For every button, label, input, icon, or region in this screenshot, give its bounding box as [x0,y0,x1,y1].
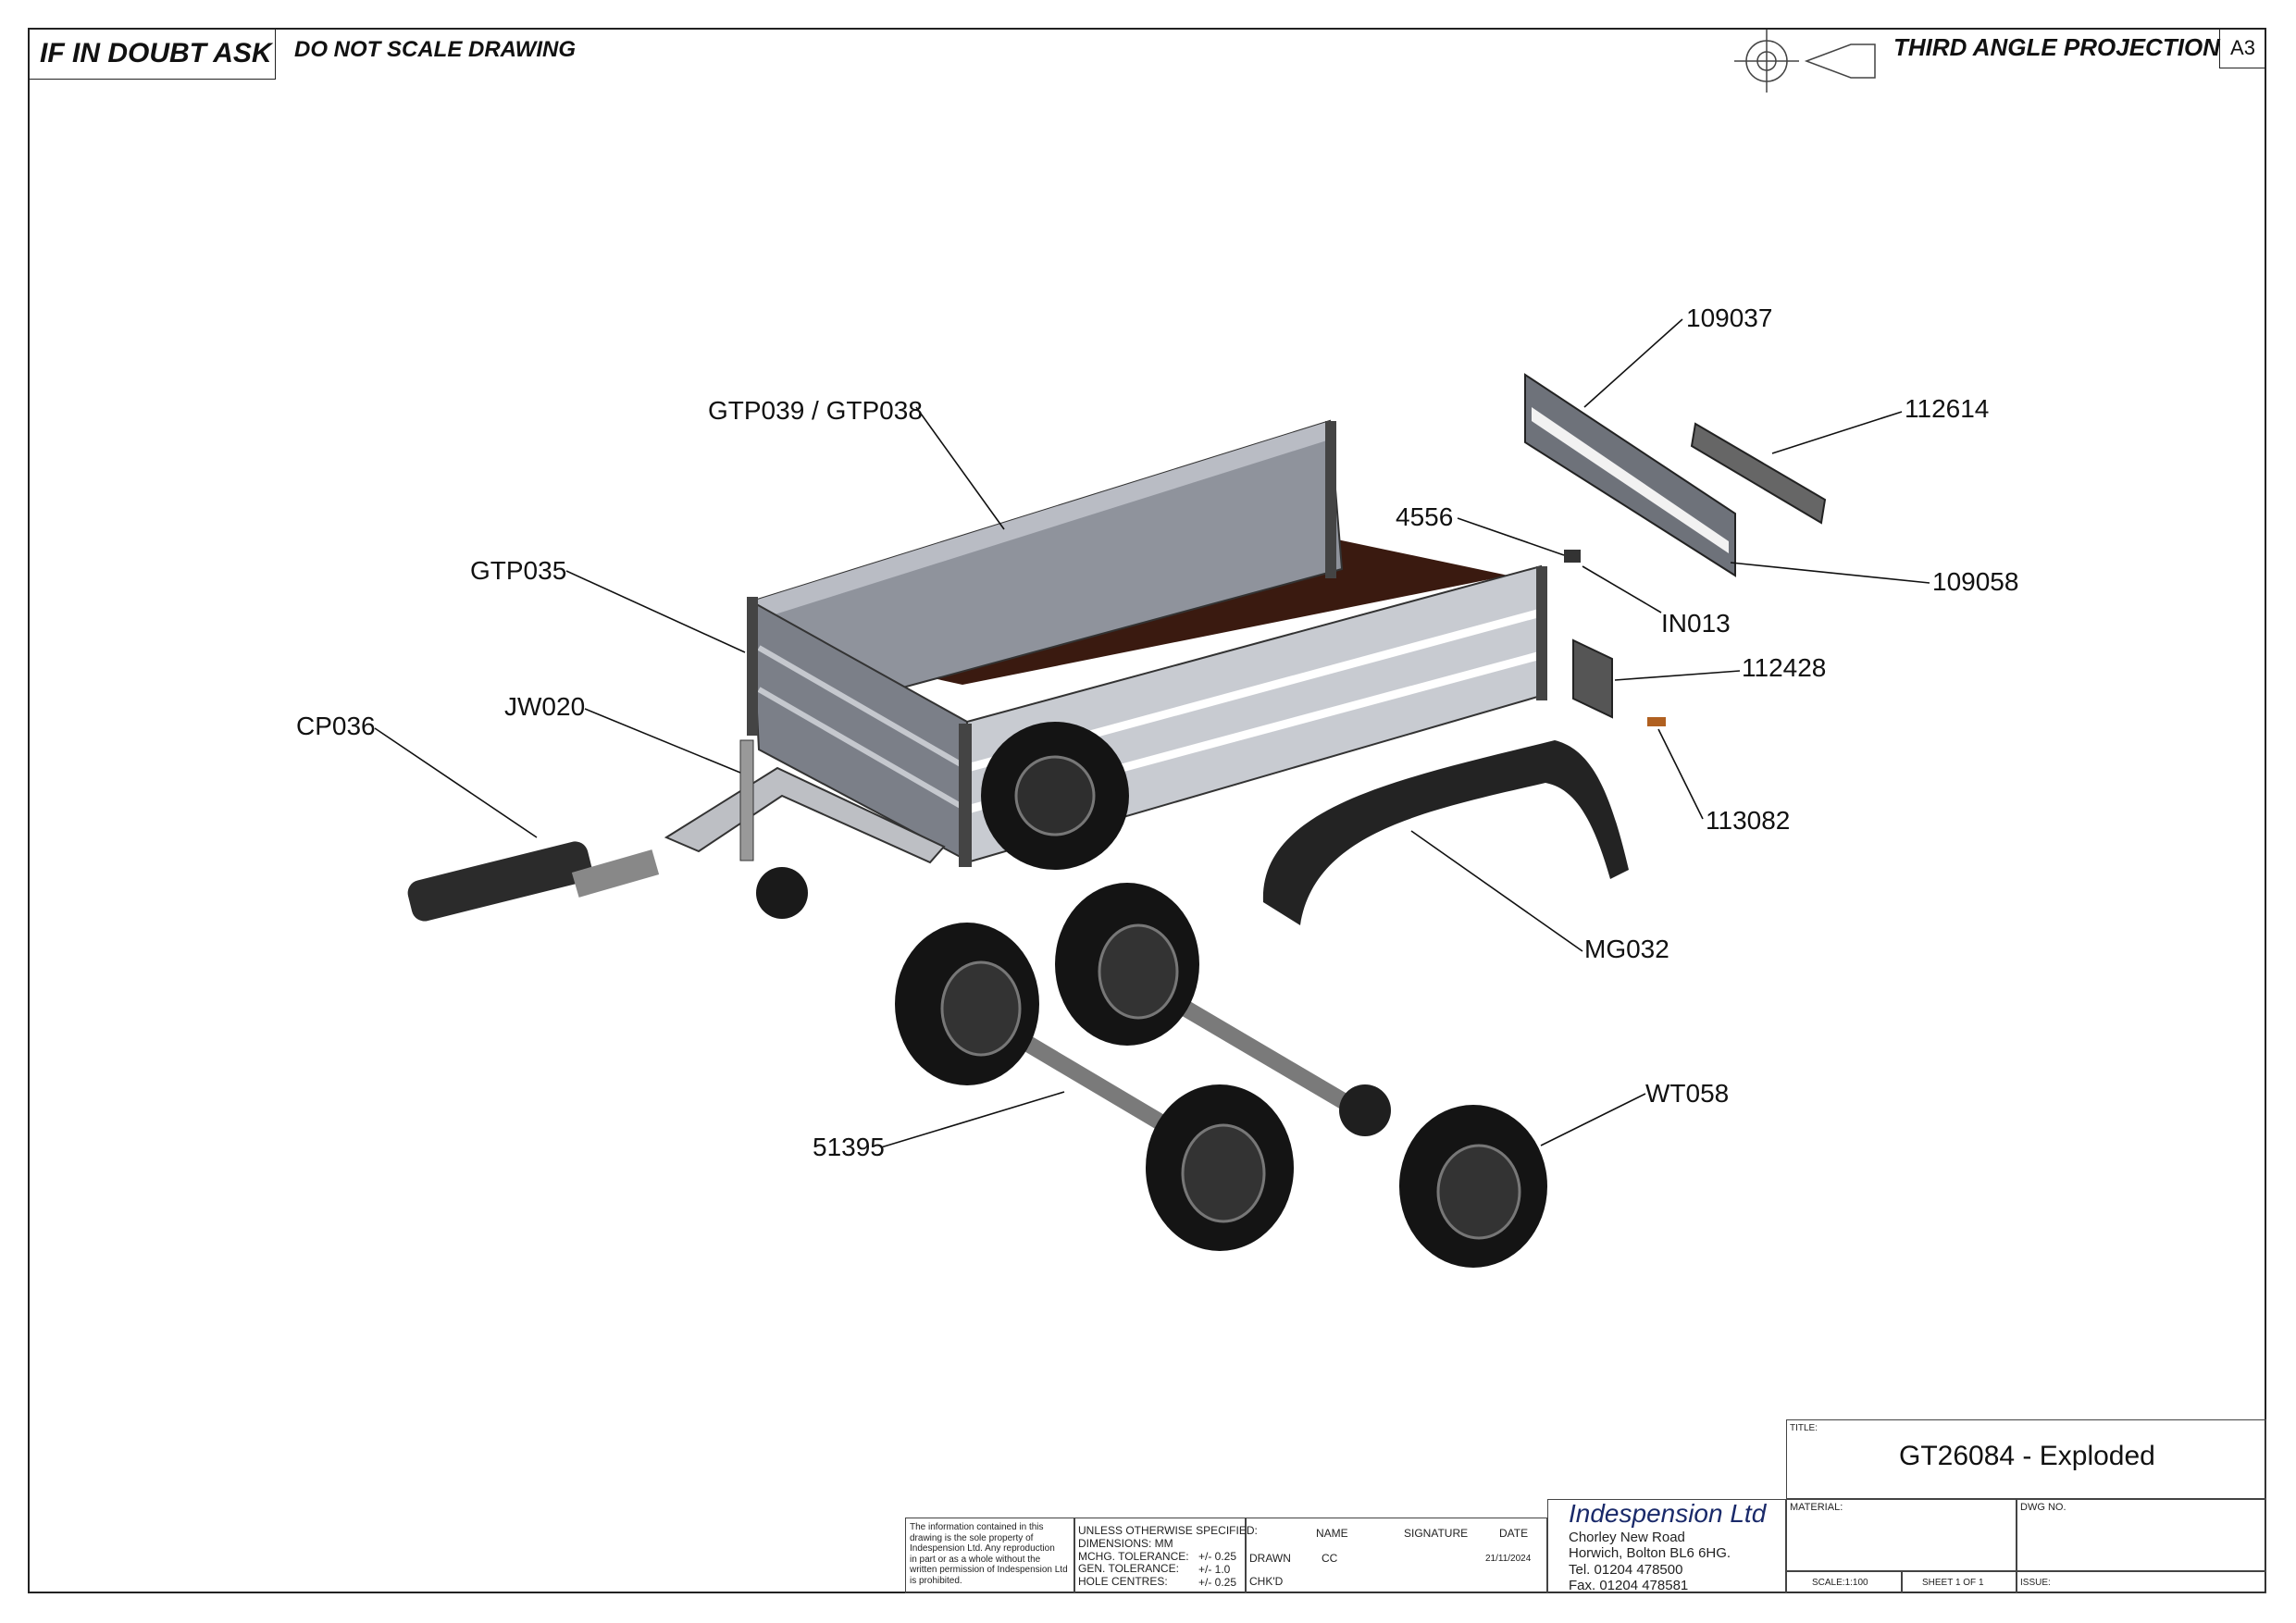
callout-gtp035: GTP035 [470,556,567,585]
dwg-no-cell [2017,1499,2266,1571]
noscale-note: DO NOT SCALE DRAWING [294,37,576,63]
callout-51395: 51395 [813,1133,885,1161]
sheet-text: SHEET 1 OF 1 [1922,1578,1984,1588]
sheet-cell [1902,1571,2017,1593]
issue-label: ISSUE: [2020,1578,2051,1588]
axle-assembly [895,883,1391,1251]
drawing-title: GT26084 - Exploded [1899,1441,2155,1471]
col-name: NAME [1316,1527,1348,1540]
jockey-wheel-post [739,739,754,861]
doubt-box: IF IN DOUBT ASK [28,28,276,80]
notice-cell [905,1518,1074,1593]
approval-table [1246,1518,1547,1593]
callout-wt058: WT058 [1645,1079,1730,1108]
title-cell [1786,1419,2266,1499]
loose-wheel [1399,1105,1547,1268]
tolerance-values: +/- 0.25+/- 1.0+/- 0.25 [1198,1550,1237,1589]
col-signature: SIGNATURE [1404,1527,1469,1540]
drawn-date: 21/11/2024 [1485,1554,1532,1564]
callout-4556: 4556 [1396,502,1454,531]
projection-label: THIRD ANGLE PROJECTION [1893,33,2220,62]
callout-112614: 112614 [1905,394,1990,423]
callout-gtp039-gtp038: GTP039 / GTP038 [708,396,923,425]
drawbar-a-frame [664,766,946,864]
callout-mg032: MG032 [1584,935,1669,963]
dwg-no-label: DWG NO. [2020,1502,2066,1513]
lighting-board [1690,422,1827,525]
jockey-wheel [756,867,808,919]
doubt-label: IF IN DOUBT ASK [40,38,272,68]
tailgate-panel [1524,373,1736,577]
scale-cell [1786,1571,1902,1593]
company-cell [1547,1499,1786,1593]
callout-109037: 109037 [1686,304,1773,332]
callout-112428: 112428 [1742,653,1827,682]
issue-cell [2017,1571,2266,1593]
leader-lines [374,318,1930,1148]
coupling-head [407,841,660,922]
company-name: Indespension Ltd [1569,1499,1767,1528]
mudguard [1262,740,1629,925]
scale-text: SCALE:1:100 [1812,1578,1868,1588]
drawn-name: CC [1322,1552,1338,1565]
callout-cp036: CP036 [296,712,376,740]
callout-113082: 113082 [1706,806,1791,835]
callout-109058: 109058 [1932,567,2019,596]
sheet-size-box: A3 [2219,28,2266,68]
tolerance-cell [1074,1518,1246,1593]
noscale-label: DO NOT SCALE DRAWING [294,37,576,62]
projection-symbol [1734,30,1876,93]
callout-jw020: JW020 [504,692,586,721]
reflector-part [1647,717,1666,726]
lamp-box [1572,638,1613,719]
material-label: MATERIAL: [1790,1502,1843,1513]
title-label: TITLE: [1790,1423,1818,1433]
drawn-label: DRAWN [1249,1552,1291,1565]
trailer-body [407,419,1547,922]
projection-text: THIRD ANGLE PROJECTION [1893,33,2220,61]
hinge-part [1564,550,1581,563]
tolerance-text: UNLESS OTHERWISE SPECIFIED:DIMENSIONS: M… [1078,1524,1258,1589]
checked-label: CHK'D [1249,1575,1284,1588]
callout-in013: IN013 [1661,609,1731,638]
sheet-size-text: A3 [2230,36,2255,59]
material-cell [1786,1499,2017,1571]
col-date: DATE [1499,1527,1529,1540]
